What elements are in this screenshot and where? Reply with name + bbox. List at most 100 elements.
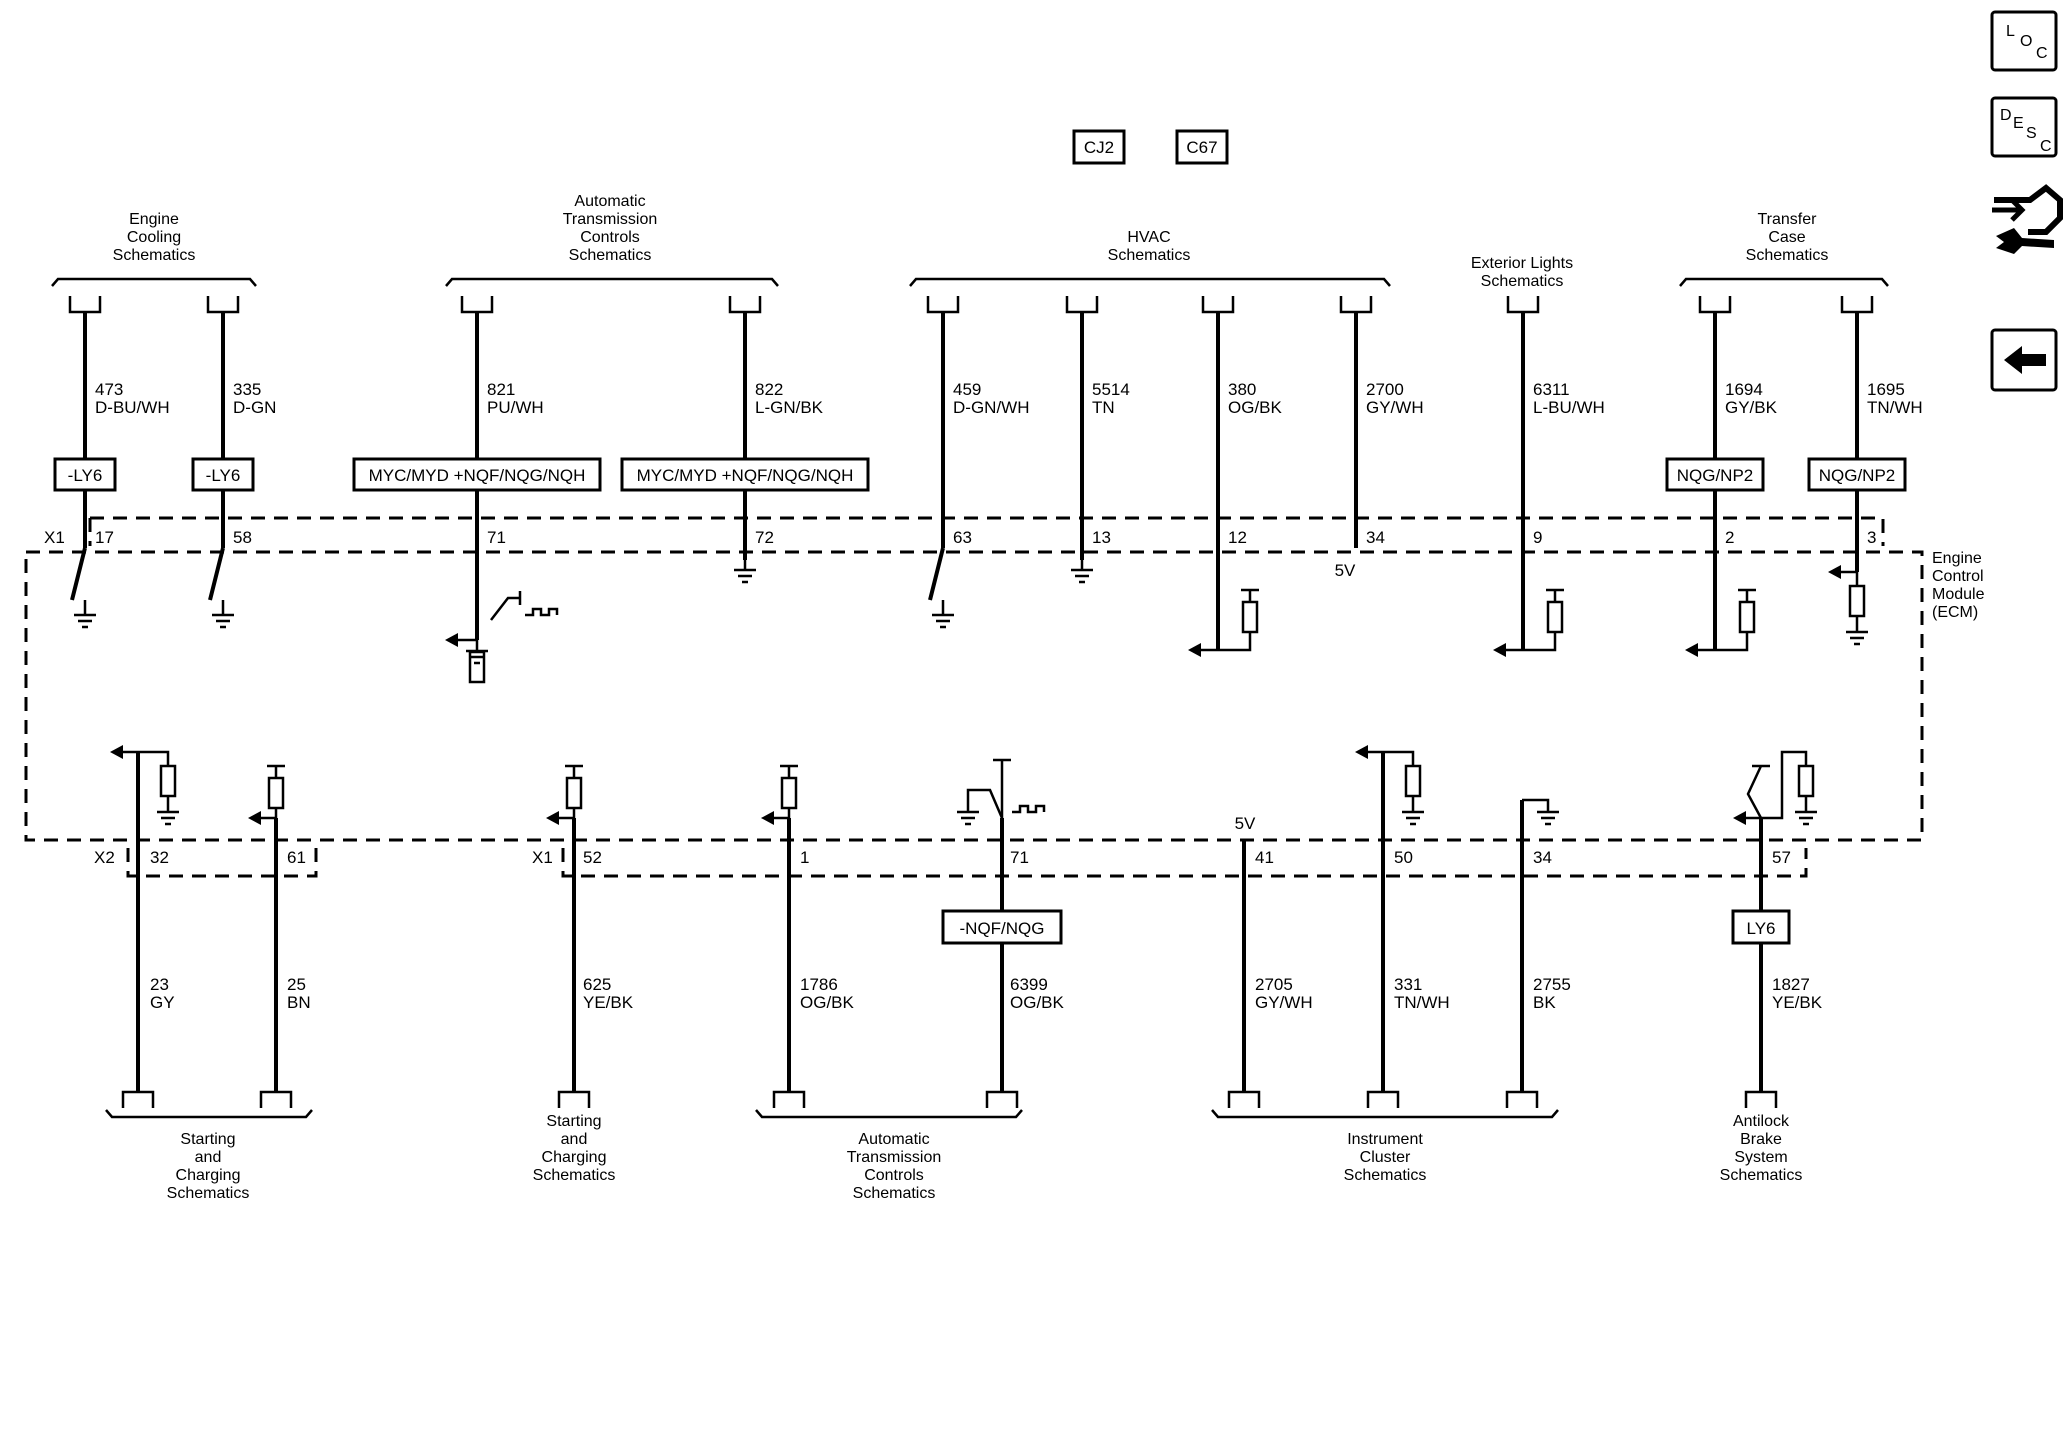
svg-text:Schematics: Schematics: [167, 1185, 250, 1202]
connector-wrench-icon[interactable]: [1992, 184, 2063, 254]
circuit-number: 335: [233, 380, 261, 399]
voltage-label: 5V: [1335, 561, 1356, 580]
bottom-group-antilock-brake: Antilock Brake System Schematics: [1720, 1113, 1803, 1184]
top-pin-numbers: 17 58 71 72 63 13 12 34 9 2 3 5V: [95, 528, 1876, 580]
svg-text:Transmission: Transmission: [847, 1149, 942, 1166]
description-button[interactable]: D E S C: [1990, 96, 2058, 158]
location-button[interactable]: L O C: [1990, 10, 2058, 72]
svg-text:Automatic: Automatic: [574, 193, 645, 210]
voltage-label: 5V: [1235, 814, 1256, 833]
svg-text:Charging: Charging: [176, 1167, 241, 1184]
circuit-number: 5514: [1092, 380, 1130, 399]
circuit-number: 821: [487, 380, 515, 399]
circuit-number: 6399: [1010, 975, 1048, 994]
wire-color: TN/WH: [1867, 398, 1923, 417]
circuit-number: 473: [95, 380, 123, 399]
circuit-number: 2700: [1366, 380, 1404, 399]
circuit-number: 1694: [1725, 380, 1763, 399]
option-label: -LY6: [68, 466, 103, 485]
option-label: LY6: [1747, 919, 1776, 938]
wire-color: YE/BK: [1772, 993, 1823, 1012]
top-connector-x1: X1: [44, 516, 1885, 547]
circuit-number: 1695: [1867, 380, 1905, 399]
wire-color: D-BU/WH: [95, 398, 170, 417]
svg-text:Cluster: Cluster: [1360, 1149, 1411, 1166]
svg-text:Engine: Engine: [129, 211, 179, 228]
svg-text:Exterior Lights: Exterior Lights: [1471, 255, 1573, 272]
pin-number: 41: [1255, 848, 1274, 867]
pin-number: 72: [755, 528, 774, 547]
bottom-terminals: [121, 1090, 1778, 1108]
option-label: C67: [1186, 138, 1217, 157]
bottom-braces: [105, 1109, 1559, 1119]
wire-color: D-GN: [233, 398, 276, 417]
bottom-option-boxes: -NQF/NQG LY6: [941, 909, 1791, 945]
svg-text:Charging: Charging: [542, 1149, 607, 1166]
back-arrow-icon: [2004, 346, 2046, 374]
pin-number: 1: [800, 848, 809, 867]
bottom-group-instrument-cluster: Instrument Cluster Schematics: [1344, 1131, 1427, 1184]
bottom-internal-circuits: [110, 745, 1817, 826]
top-wires: [83, 312, 1859, 650]
svg-text:Schematics: Schematics: [1108, 247, 1191, 264]
svg-text:C: C: [2040, 138, 2052, 155]
svg-text:Starting: Starting: [546, 1113, 601, 1130]
wire-color: BK: [1533, 993, 1556, 1012]
pin-number: 71: [1010, 848, 1029, 867]
pin-number: 32: [150, 848, 169, 867]
svg-text:Schematics: Schematics: [853, 1185, 936, 1202]
pin-number: 34: [1533, 848, 1552, 867]
pin-number: 12: [1228, 528, 1247, 547]
svg-text:Transfer: Transfer: [1758, 211, 1818, 228]
top-circuit-labels: 473 D-BU/WH 335 D-GN 821 PU/WH 822 L-GN/…: [95, 380, 1923, 417]
circuit-number: 380: [1228, 380, 1256, 399]
svg-text:and: and: [561, 1131, 588, 1148]
circuit-number: 6311: [1533, 380, 1570, 399]
circuit-number: 2755: [1533, 975, 1571, 994]
wire-color: L-GN/BK: [755, 398, 824, 417]
option-label: -NQF/NQG: [960, 919, 1045, 938]
wire-color: GY/BK: [1725, 398, 1778, 417]
svg-text:Controls: Controls: [580, 229, 640, 246]
wire-color: BN: [287, 993, 311, 1012]
pin-number: 50: [1394, 848, 1413, 867]
svg-text:(ECM): (ECM): [1932, 604, 1978, 621]
top-group-engine-cooling: Engine Cooling Schematics: [113, 211, 196, 264]
svg-text:X1: X1: [44, 528, 65, 547]
circuit-number: 1786: [800, 975, 838, 994]
pin-number: 57: [1772, 848, 1791, 867]
wire-color: GY: [150, 993, 175, 1012]
top-group-transfer-case: Transfer Case Schematics: [1746, 211, 1829, 264]
svg-text:HVAC: HVAC: [1127, 229, 1170, 246]
svg-text:C: C: [2036, 45, 2048, 62]
pin-number: 71: [487, 528, 506, 547]
ecm-label: Engine Control Module (ECM): [1932, 550, 1985, 621]
back-button[interactable]: [1990, 328, 2058, 392]
bottom-group-auto-trans: Automatic Transmission Controls Schemati…: [847, 1131, 942, 1202]
bottom-group-starting-charging-2: Starting and Charging Schematics: [533, 1113, 616, 1184]
wire-color: D-GN/WH: [953, 398, 1029, 417]
wire-color: OG/BK: [1010, 993, 1065, 1012]
pin-number: 52: [583, 848, 602, 867]
svg-text:Controls: Controls: [864, 1167, 924, 1184]
svg-text:L: L: [2006, 23, 2015, 40]
top-group-exterior-lights: Exterior Lights Schematics: [1471, 255, 1573, 290]
svg-text:Cooling: Cooling: [127, 229, 181, 246]
svg-text:Case: Case: [1768, 229, 1805, 246]
svg-text:Transmission: Transmission: [563, 211, 658, 228]
svg-text:Automatic: Automatic: [858, 1131, 929, 1148]
bottom-wires: [136, 752, 1763, 1092]
svg-text:Schematics: Schematics: [113, 247, 196, 264]
bottom-group-starting-charging-1: Starting and Charging Schematics: [167, 1131, 250, 1202]
pin-number: 17: [95, 528, 114, 547]
pin-number: 58: [233, 528, 252, 547]
option-box-cj2: CJ2: [1072, 129, 1126, 165]
svg-text:Control: Control: [1932, 568, 1984, 585]
circuit-number: 2705: [1255, 975, 1293, 994]
svg-text:Module: Module: [1932, 586, 1985, 603]
wire-color: GY/WH: [1255, 993, 1313, 1012]
wire-color: L-BU/WH: [1533, 398, 1605, 417]
bottom-connectors: X2 X1: [94, 848, 1808, 878]
svg-text:System: System: [1734, 1149, 1787, 1166]
